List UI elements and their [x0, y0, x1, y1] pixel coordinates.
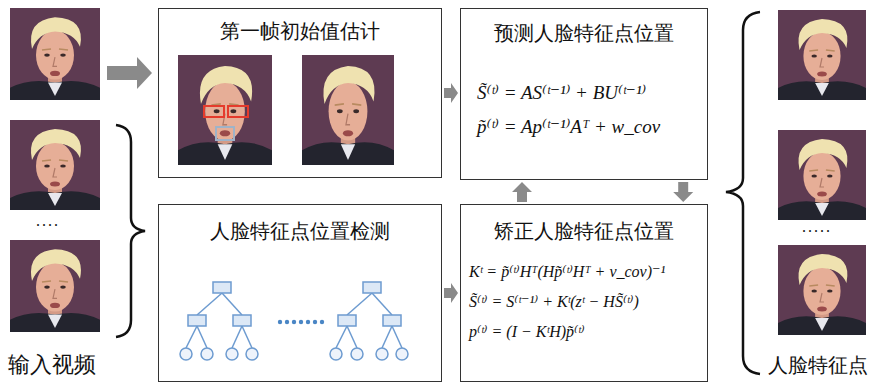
tree-leaf — [201, 348, 213, 360]
label-holder: ..... — [802, 218, 832, 236]
equation: Kᵗ = p̃⁽ᵗ⁾Hᵀ(Hp̃⁽ᵗ⁾Hᵀ + v_cov)⁻¹ — [469, 261, 665, 283]
tree — [180, 282, 258, 360]
ellipsis: ..... — [802, 218, 832, 236]
ellipsis: .... — [36, 212, 60, 230]
flow-arrow — [444, 283, 458, 303]
equation: S̃⁽ᵗ⁾ = S⁽ᵗ⁻¹⁾ + Kᵗ(zᵗ − HS̃⁽ᵗ⁾) — [469, 291, 639, 313]
dot — [299, 320, 303, 324]
video-frame — [10, 120, 100, 210]
tree-edge — [197, 293, 222, 315]
tree-node — [213, 282, 231, 293]
output-frame — [778, 130, 866, 220]
process-box: 第一帧初始值估计 — [158, 8, 442, 178]
dot — [320, 320, 324, 324]
dot — [292, 320, 296, 324]
input-arrow — [107, 57, 152, 89]
tree-edge — [347, 326, 357, 348]
flow-arrow — [673, 182, 693, 202]
tree-leaf — [226, 348, 238, 360]
video-frame — [10, 8, 100, 100]
equation: p̃⁽ᵗ⁾ = Ap⁽ᵗ⁻¹⁾Aᵀ + w_cov — [477, 115, 660, 139]
tree-leaf — [351, 348, 363, 360]
dot — [285, 320, 289, 324]
tree-edge — [392, 326, 402, 348]
box-title: 矫正人脸特征点位置 — [494, 219, 674, 243]
eye-region-box — [204, 106, 224, 117]
caption-label: 输入视频 — [8, 350, 96, 380]
tree-node — [363, 282, 381, 293]
bracket — [726, 12, 760, 374]
box-title: 人脸特征点位置检测 — [210, 219, 390, 243]
tree-edge — [382, 326, 392, 348]
tree-node — [383, 315, 401, 326]
tree — [330, 282, 408, 360]
tree-edge — [242, 326, 252, 348]
box-title: 预测人脸特征点位置 — [494, 21, 674, 45]
dot — [306, 320, 310, 324]
tree-node — [188, 315, 206, 326]
equation: S̃⁽ᵗ⁾ = AS⁽ᵗ⁻¹⁾ + BU⁽ᵗ⁻¹⁾ — [477, 81, 646, 105]
tree-edge — [186, 326, 197, 348]
tree-leaf — [246, 348, 258, 360]
tree-edge — [372, 293, 392, 315]
eye-region-box — [228, 106, 248, 117]
first-frame-photo — [178, 55, 272, 165]
video-frame — [10, 240, 100, 332]
flow-arrow — [444, 83, 458, 103]
dot — [278, 320, 282, 324]
mouth-region-box — [216, 127, 234, 140]
box-title: 第一帧初始值估计 — [220, 19, 380, 43]
output-frame — [778, 10, 866, 100]
tree-edge — [336, 326, 347, 348]
tree-edge — [347, 293, 372, 315]
tree-edge — [232, 326, 242, 348]
equation: p⁽ᵗ⁾ = (I − KᵗH)p̃⁽ᵗ⁾ — [469, 321, 585, 343]
dot — [313, 320, 317, 324]
tree-edge — [197, 326, 207, 348]
bracket — [116, 125, 145, 337]
process-box: 矫正人脸特征点位置 Kᵗ = p̃⁽ᵗ⁾Hᵀ(Hp̃⁽ᵗ⁾Hᵀ + v_cov)⁻… — [460, 204, 708, 382]
label-holder: 人脸特征点 — [768, 352, 868, 379]
first-frame-photo — [302, 55, 394, 165]
label-holder: 输入视频 — [8, 350, 96, 380]
tree-leaf — [180, 348, 192, 360]
ellipsis-dots — [278, 320, 324, 324]
caption-label: 人脸特征点 — [768, 352, 868, 379]
tree-edge — [222, 293, 242, 315]
tree-node — [338, 315, 356, 326]
tree-leaf — [396, 348, 408, 360]
flow-arrow — [512, 182, 532, 202]
tree-node — [233, 315, 251, 326]
label-holder: .... — [36, 212, 60, 230]
process-box: 预测人脸特征点位置 S̃⁽ᵗ⁾ = AS⁽ᵗ⁻¹⁾ + BU⁽ᵗ⁻¹⁾ p̃⁽ᵗ⁾ … — [460, 8, 708, 180]
output-frame — [778, 245, 866, 335]
tree-leaf — [330, 348, 342, 360]
process-box: 人脸特征点位置检测 — [158, 204, 442, 382]
tree-leaf — [376, 348, 388, 360]
